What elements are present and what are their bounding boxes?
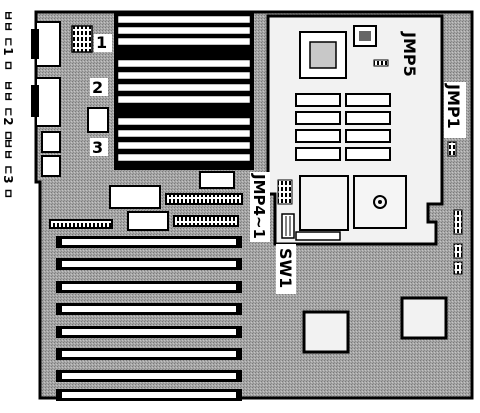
expansion-slot (56, 389, 242, 401)
memory-slot (117, 83, 251, 92)
component-block (87, 107, 109, 133)
memory-slot (117, 141, 251, 150)
jumper-jmp4-1 (277, 179, 293, 205)
side-captions: ㅂㅂ ㄷ1 ㅁ ㅂㅂ ㄷ2 ㅁ ㅂㅂ ㄷ3 ㅁ (1, 10, 15, 199)
label-jmp4-1: JMP4~1 (250, 173, 268, 239)
side-caption-3: ㅂㅂ ㄷ3 ㅁ (1, 138, 15, 199)
side-caption-2: ㅂㅂ ㄷ2 ㅁ (1, 80, 15, 141)
label-jmp1: JMP1 (444, 83, 463, 129)
jumper-jmp5 (373, 59, 389, 67)
expansion-slot (56, 236, 242, 248)
expansion-slot (56, 281, 242, 293)
middle-components (49, 171, 243, 231)
side-caption-1: ㅂㅂ ㄷ1 ㅁ (1, 10, 15, 71)
memory-slot (117, 37, 251, 46)
label-sw1: SW1 (276, 248, 295, 288)
chip-lower-right (400, 296, 448, 340)
memory-slot (117, 95, 251, 104)
expansion-slot (56, 348, 242, 360)
memory-slot (117, 26, 251, 35)
card-chips (295, 93, 391, 161)
jumper-block-topleft (71, 25, 93, 53)
expansion-slot (56, 370, 242, 382)
expansion-slot (56, 258, 242, 270)
expansion-slot (56, 303, 242, 315)
right-headers (453, 209, 463, 275)
memory-slots (114, 12, 254, 170)
switch-sw1 (281, 213, 295, 239)
memory-slot (117, 15, 251, 24)
label-jmp5: JMP5 (400, 31, 419, 77)
expansion-slot (56, 326, 242, 338)
chip-lower-left (302, 310, 350, 354)
memory-slot (117, 117, 251, 126)
slot-label-3: 3 (92, 138, 103, 157)
memory-slot (117, 129, 251, 138)
slot-label-1: 1 (96, 33, 107, 52)
memory-slot (117, 71, 251, 80)
slot-label-2: 2 (92, 78, 103, 97)
memory-slot (117, 59, 251, 68)
jumper-jmp1 (447, 141, 457, 157)
rear-io-connectors (31, 21, 61, 177)
memory-slot (117, 153, 251, 162)
expansion-slots (56, 236, 242, 401)
